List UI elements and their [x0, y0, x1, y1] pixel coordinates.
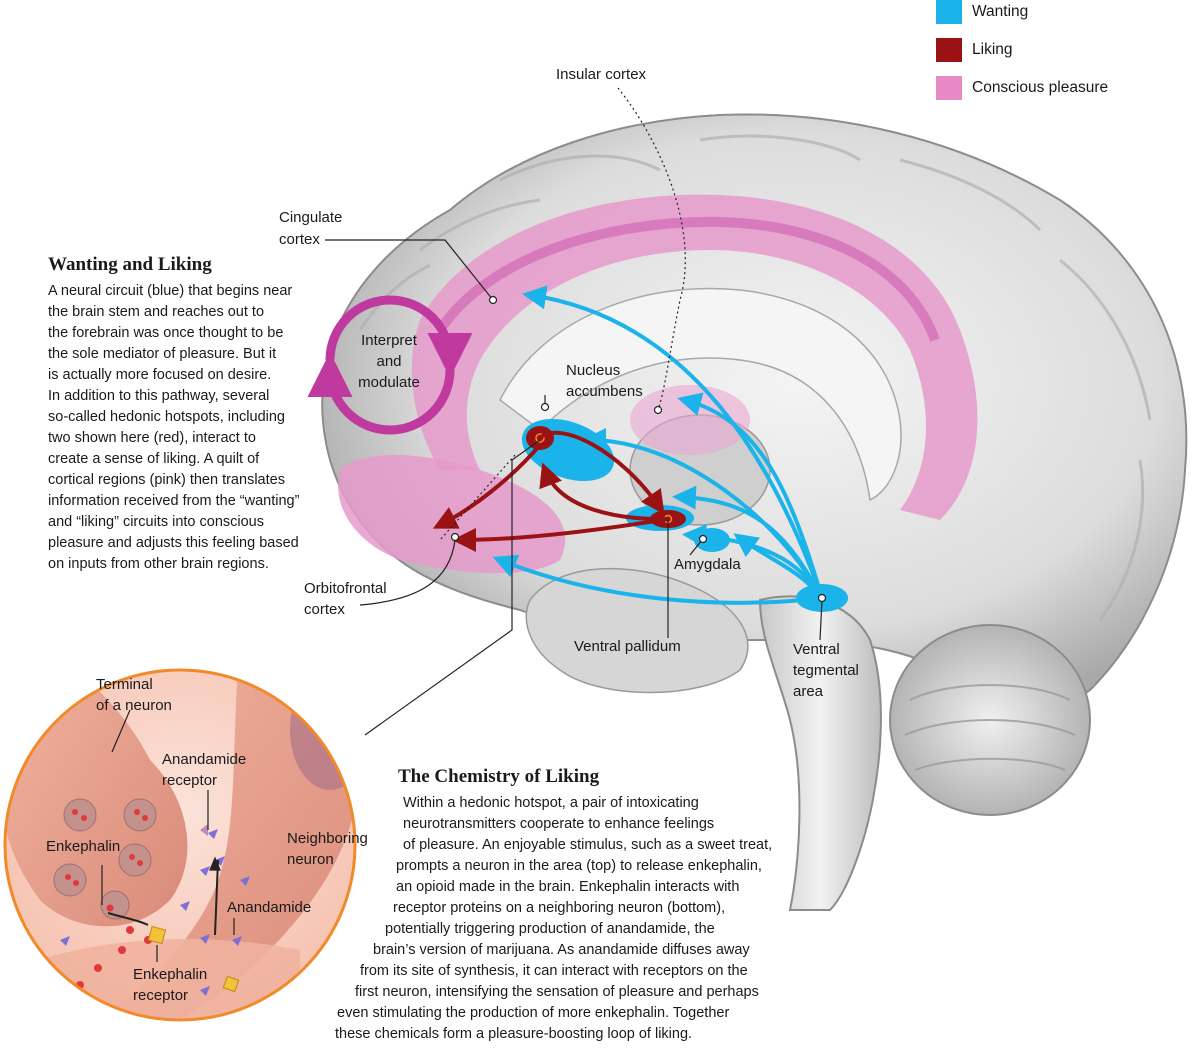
wanting-liking-line: information received from the “wanting”	[48, 493, 300, 509]
chemistry-line: an opioid made in the brain. Enkephalin …	[396, 879, 740, 895]
legend-conscious-pleasure: Conscious pleasure	[936, 76, 1108, 100]
legend-swatch-wanting	[936, 0, 962, 24]
wanting-liking-line: cortical regions (pink) then translates	[48, 472, 285, 488]
label-orbitofrontal-1: Orbitofrontal	[304, 580, 387, 597]
wanting-liking-line: In addition to this pathway, several	[48, 388, 270, 404]
label-vta-1: Ventral	[793, 641, 840, 658]
wanting-liking-line: on inputs from other brain regions.	[48, 556, 269, 572]
wanting-liking-line: create a sense of liking. A quilt of	[48, 451, 260, 467]
wanting-liking-line: and “liking” circuits into conscious	[48, 514, 264, 530]
label-cingulate-1: Cingulate	[279, 209, 343, 226]
chemistry-line: potentially triggering production of ana…	[385, 921, 715, 937]
label-interpret-1: Interpret	[361, 332, 417, 349]
label-orbitofrontal-2: cortex	[304, 601, 345, 618]
wanting-liking-line: A neural circuit (blue) that begins near	[48, 283, 293, 299]
legend-wanting: Wanting	[936, 0, 1028, 24]
insular-region	[630, 385, 750, 455]
chemistry-line: Within a hedonic hotspot, a pair of into…	[403, 795, 699, 811]
label-enkephalin: Enkephalin	[46, 838, 121, 855]
label-terminal-2: of a neuron	[96, 697, 172, 714]
wanting-liking-line: pleasure and adjusts this feeling based	[48, 535, 299, 551]
label-ventral-pallidum: Ventral pallidum	[574, 638, 681, 655]
wanting-liking-line: two shown here (red), interact to	[48, 430, 256, 446]
wanting-liking-line: the sole mediator of pleasure. But it	[48, 346, 277, 362]
wanting-liking-line: the brain stem and reaches out to	[48, 304, 265, 320]
label-amygdala: Amygdala	[674, 556, 741, 573]
chemistry-title: The Chemistry of Liking	[398, 766, 600, 787]
legend-swatch-liking	[936, 38, 962, 62]
interpret-modulate-loop	[307, 295, 473, 435]
label-cingulate-2: cortex	[279, 231, 320, 248]
liking-pathway	[432, 430, 669, 552]
legend-swatch-pleasure	[936, 76, 962, 100]
label-anandamide-receptor-1: Anandamide	[162, 751, 247, 768]
label-interpret-2: and	[376, 353, 402, 370]
label-nucleus-1: Nucleus	[566, 362, 621, 379]
label-interpret-3: modulate	[358, 374, 420, 391]
brain-gyri	[358, 134, 1152, 621]
chemistry-line: brain’s version of marijuana. As anandam…	[373, 942, 750, 958]
wanting-liking-line: is actually more focused on desire.	[48, 367, 272, 383]
wanting-pathway	[492, 285, 824, 605]
legend-label-wanting: Wanting	[972, 3, 1029, 20]
chemistry-line: receptor proteins on a neighboring neuro…	[393, 900, 726, 916]
label-vta-3: area	[793, 683, 824, 700]
label-enkephalin-receptor-1: Enkephalin	[133, 966, 208, 983]
cingulate-cortex-region	[411, 194, 978, 520]
legend-liking: Liking	[936, 38, 1013, 62]
chemistry-line: prompts a neuron in the area (top) to re…	[396, 858, 762, 874]
label-insular-cortex: Insular cortex	[556, 66, 647, 83]
label-neighboring-1: Neighboring	[287, 830, 368, 847]
label-anandamide-receptor-2: receptor	[162, 772, 218, 789]
legend-label-pleasure: Conscious pleasure	[972, 79, 1109, 96]
label-vta-2: tegmental	[793, 662, 859, 679]
brain-stem	[758, 595, 882, 911]
chemistry-line: of pleasure. An enjoyable stimulus, such…	[403, 837, 773, 853]
wanting-liking-title: Wanting and Liking	[48, 254, 212, 275]
legend-label-liking: Liking	[972, 41, 1013, 58]
chemistry-line: these chemicals form a pleasure-boosting…	[335, 1026, 693, 1042]
chemistry-line: from its site of synthesis, it can inter…	[360, 963, 748, 979]
chemistry-line: even stimulating the production of more …	[337, 1005, 730, 1021]
label-nucleus-2: accumbens	[566, 383, 643, 400]
chemistry-line: first neuron, intensifying the sensation…	[355, 984, 759, 1000]
leader-lines	[325, 87, 827, 736]
label-terminal-1: Terminal	[96, 676, 153, 693]
wanting-liking-line: so-called hedonic hotspots, including	[48, 409, 285, 425]
label-anandamide: Anandamide	[227, 899, 312, 916]
chemistry-line: neurotransmitters cooperate to enhance f…	[403, 816, 715, 832]
label-neighboring-2: neuron	[287, 851, 334, 868]
wanting-liking-line: the forebrain was once thought to be	[48, 325, 284, 341]
label-enkephalin-receptor-2: receptor	[133, 987, 189, 1004]
